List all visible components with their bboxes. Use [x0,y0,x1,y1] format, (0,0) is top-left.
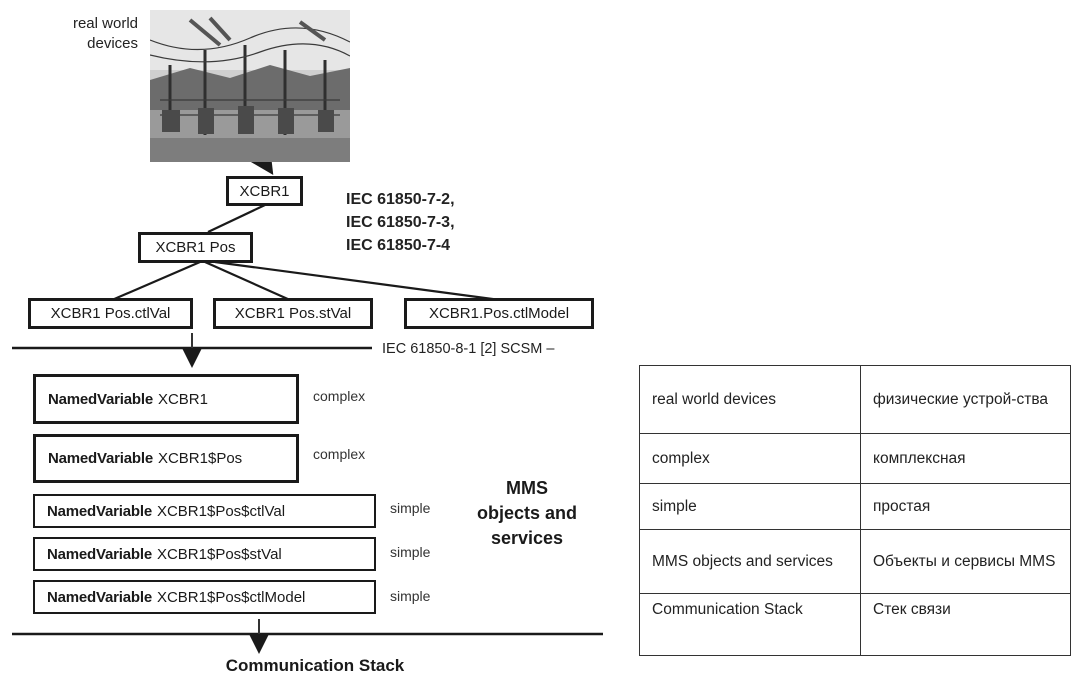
nv-name: XCBR1 [157,390,208,408]
xcbr1-pos-label: XCBR1 Pos [155,239,236,256]
leaf-label: XCBR1 Pos.stVal [234,305,352,322]
leaf-node-ctlmodel: XCBR1.Pos.ctlModel [404,298,594,329]
mms-line: services [490,528,564,548]
named-variable-stval: NamedVariable XCBR1$Pos$stVal [33,537,376,571]
named-variable-xcbr1: NamedVariable XCBR1 [33,374,299,424]
mms-line: MMS [506,478,548,498]
named-variable-ctlval: NamedVariable XCBR1$Pos$ctlVal [33,494,376,528]
leaf-label: XCBR1 Pos.ctlVal [50,305,171,322]
named-variable-ctlmodel: NamedVariable XCBR1$Pos$ctlModel [33,580,376,614]
term-ru: Стек связи [860,593,1071,656]
nv-name: XCBR1$Pos$ctlModel [156,588,306,606]
iec-references: IEC 61850-7-2, IEC 61850-7-3, IEC 61850-… [346,188,455,257]
nv-kind: complex [313,388,366,404]
communication-stack-label: Communication Stack [225,656,405,675]
nv-name: XCBR1$Pos [157,450,243,467]
term-ru: физические устрой-ства [860,365,1071,434]
table-row: Communication Stack Стек связи [639,593,1071,656]
nv-prefix: NamedVariable [47,502,152,520]
nv-prefix: NamedVariable [47,588,152,606]
table-row: real world devices физические устрой-ств… [639,365,1071,434]
xcbr1-label: XCBR1 [239,182,290,200]
tree-lines [111,204,501,302]
nv-prefix: NamedVariable [48,450,153,467]
table-row: complex комплексная [639,433,1071,484]
nv-prefix: NamedVariable [47,545,152,563]
table-row: simple простая [639,483,1071,530]
term-en: MMS objects and services [639,529,861,594]
real-world-devices-label: real world devices [72,15,138,52]
term-en: Communication Stack [639,593,861,656]
nv-prefix: NamedVariable [48,390,153,408]
nv-name: XCBR1$Pos$stVal [156,545,282,563]
named-variable-xcbr1-pos: NamedVariable XCBR1$Pos [33,434,299,483]
glossary-table: real world devices физические устрой-ств… [639,365,1071,656]
term-ru: Объекты и сервисы MMS [860,529,1071,594]
nv-name: XCBR1$Pos$ctlVal [156,502,286,520]
nv-kind: simple [390,500,431,516]
nv-kind: simple [390,544,431,560]
nv-kind: simple [390,588,431,604]
substation-image [150,10,350,162]
xcbr1-pos-node: XCBR1 Pos [138,232,253,263]
iec-ref: IEC 61850-7-4 [346,237,451,254]
term-en: real world devices [639,365,861,434]
iec-ref: IEC 61850-7-3, [346,214,455,231]
leaf-node-stval: XCBR1 Pos.stVal [213,298,373,329]
term-en: complex [639,433,861,484]
mms-objects-services-label: MMS objects and services [462,476,592,551]
mms-line: objects and [476,503,578,523]
term-ru: комплексная [860,433,1071,484]
table-row: MMS objects and services Объекты и серви… [639,529,1071,594]
iec-ref: IEC 61850-7-2, [346,191,455,208]
leaf-node-ctlval: XCBR1 Pos.ctlVal [28,298,193,329]
leaf-label: XCBR1.Pos.ctlModel [428,305,570,322]
term-ru: простая [860,483,1071,530]
substation-photo [150,10,350,162]
scsm-label: IEC 61850-8-1 [2] SCSM – [382,341,555,357]
nv-kind: complex [313,446,366,462]
term-en: simple [639,483,861,530]
xcbr1-node: XCBR1 [226,176,303,206]
